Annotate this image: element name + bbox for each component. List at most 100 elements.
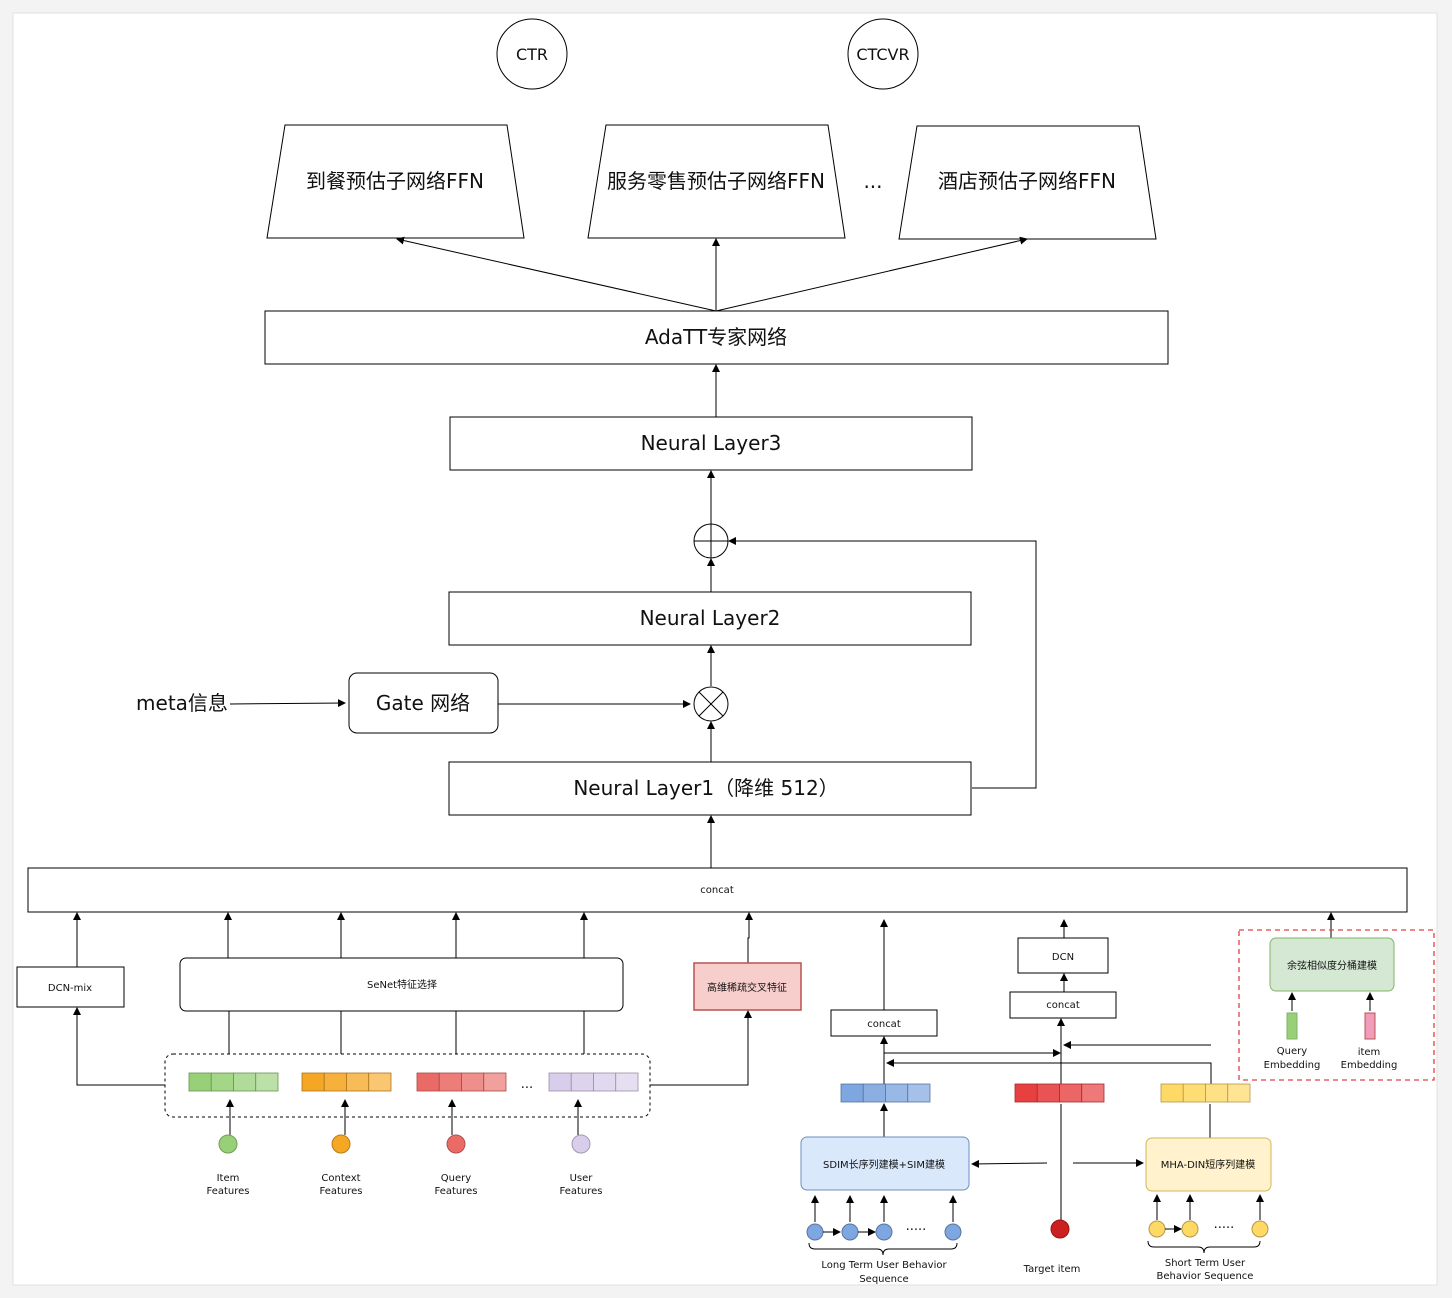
feature-embedding-cell (346, 1072, 370, 1092)
long-seq-label-1: Long Term User Behavior (821, 1260, 947, 1271)
cosine-container (1238, 929, 1435, 1081)
arrow-sparse-concat (745, 912, 753, 963)
item-features-line2: Features (207, 1186, 250, 1197)
long-seq-dots: ····· (906, 1223, 927, 1238)
concat-main-box: concat (27, 867, 1408, 913)
feature-embedding-cell (233, 1072, 257, 1092)
sparse-cross-box: 高维稀疏交叉特征 (693, 962, 802, 1011)
arrow-target-sdim (971, 1159, 1048, 1168)
ctcvr-output: CTCVR (847, 18, 919, 90)
sequence-embedding-cell (862, 1083, 886, 1103)
hotel-tower: 酒店预估子网络FFN (898, 125, 1157, 240)
item-embedding-line2: Embedding (1341, 1060, 1398, 1071)
item-features-line1: Item (217, 1173, 240, 1184)
feature-embedding-cell (593, 1072, 617, 1092)
feature-embeddings (188, 1072, 639, 1092)
short-seq-label-2: Behavior Sequence (1157, 1271, 1254, 1282)
dcn-label: DCN (1052, 952, 1074, 963)
user-features: User Features (560, 1099, 603, 1197)
feature-embedding-cell (301, 1072, 325, 1092)
feature-ellipsis: ... (521, 1077, 533, 1092)
sequence-embedding-cell (1081, 1083, 1105, 1103)
feature-embedding-cell (368, 1072, 392, 1092)
ctr-output: CTR (496, 18, 568, 90)
mha-label: MHA-DIN短序列建模 (1161, 1158, 1256, 1171)
feature-embedding-cell (255, 1072, 279, 1092)
ctcvr-label: CTCVR (856, 45, 909, 64)
arrow-features-dcnmix (73, 1007, 165, 1086)
arrow-adatt-hotel (715, 236, 1028, 312)
multiply-operator (693, 686, 729, 722)
dining-tower-label: 到餐预估子网络FFN (306, 169, 484, 193)
sequence-embedding-cell (1160, 1083, 1184, 1103)
neural-layer2-label: Neural Layer2 (640, 606, 781, 630)
feature-embedding-cell (615, 1072, 639, 1092)
residual-connection (728, 537, 1037, 789)
sequence-embeddings (840, 1083, 1251, 1103)
feature-embedding-cell (438, 1072, 462, 1092)
sparse-cross-label: 高维稀疏交叉特征 (707, 981, 787, 994)
short-seq-label-1: Short Term User (1165, 1258, 1246, 1269)
retail-tower-label: 服务零售预估子网络FFN (607, 169, 825, 193)
dcn-mix-box: DCN-mix (16, 966, 125, 1008)
retail-tower: 服务零售预估子网络FFN (587, 124, 846, 239)
short-seq-node (1251, 1220, 1269, 1238)
seq-concat-left: concat (830, 1009, 938, 1037)
dining-tower: 到餐预估子网络FFN (266, 124, 525, 239)
senet-label: SeNet特征选择 (367, 978, 437, 991)
dcn-mix-label: DCN-mix (48, 983, 92, 994)
sequence-embedding-cell (840, 1083, 864, 1103)
seq-concat-right: concat (1009, 991, 1117, 1019)
sequence-embedding-cell (1014, 1083, 1038, 1103)
feature-embedding-cell (188, 1072, 212, 1092)
sequence-embedding-cell (1227, 1083, 1251, 1103)
adatt-box: AdaTT专家网络 (264, 310, 1169, 365)
context-features-line2: Features (320, 1186, 363, 1197)
query-embedding-line2: Embedding (1264, 1060, 1321, 1071)
gate-box: Gate 网络 (348, 672, 499, 734)
sdim-label: SDIM长序列建模+SIM建模 (823, 1158, 945, 1171)
short-seq-dots: ····· (1214, 1221, 1235, 1236)
hotel-tower-label: 酒店预估子网络FFN (938, 169, 1116, 193)
add-operator (693, 523, 729, 559)
neural-layer3-label: Neural Layer3 (641, 431, 782, 455)
long-seq-node (841, 1223, 859, 1241)
long-seq-label-2: Sequence (859, 1274, 908, 1285)
neural-layer1-box: Neural Layer1（降维 512） (448, 761, 972, 816)
query-embedding-line1: Query (1277, 1046, 1307, 1057)
long-seq-node (875, 1223, 893, 1241)
short-term-sequence (1148, 1194, 1269, 1238)
target-item-node (1050, 1219, 1070, 1239)
dcn-box: DCN (1017, 937, 1109, 974)
sequence-embedding-cell (1059, 1083, 1083, 1103)
feature-embedding-cell (416, 1072, 440, 1092)
item-embedding-bar (1364, 1012, 1376, 1040)
neural-layer2-box: Neural Layer2 (448, 591, 972, 646)
seq-concat-left-label: concat (867, 1019, 901, 1030)
short-seq-node (1181, 1220, 1199, 1238)
sequence-embedding-cell (885, 1083, 909, 1103)
sequence-embedding-cell (907, 1083, 931, 1103)
target-item-label: Target item (1023, 1264, 1081, 1275)
short-seq-node (1148, 1220, 1166, 1238)
feature-embedding-cell (548, 1072, 572, 1092)
concat-main-label: concat (700, 885, 734, 896)
senet-box: SeNet特征选择 (179, 957, 624, 1012)
long-term-sequence (806, 1195, 962, 1241)
long-seq-node (944, 1223, 962, 1241)
item-embedding-line1: item (1358, 1047, 1381, 1058)
seq-concat-right-label: concat (1046, 1000, 1080, 1011)
sequence-embedding-cell (1182, 1083, 1206, 1103)
gate-label: Gate 网络 (376, 691, 470, 715)
meta-label: meta信息 (136, 691, 228, 715)
user-features-line2: Features (560, 1186, 603, 1197)
feature-embedding-cell (461, 1072, 485, 1092)
cosine-label: 余弦相似度分桶建模 (1287, 959, 1377, 972)
sequence-embedding-cell (1205, 1083, 1229, 1103)
user-features-line1: User (570, 1173, 594, 1184)
context-features: Context Features (320, 1099, 363, 1197)
long-seq-node (806, 1223, 824, 1241)
adatt-label: AdaTT专家网络 (645, 325, 787, 349)
arrow-adatt-dining (396, 236, 717, 312)
